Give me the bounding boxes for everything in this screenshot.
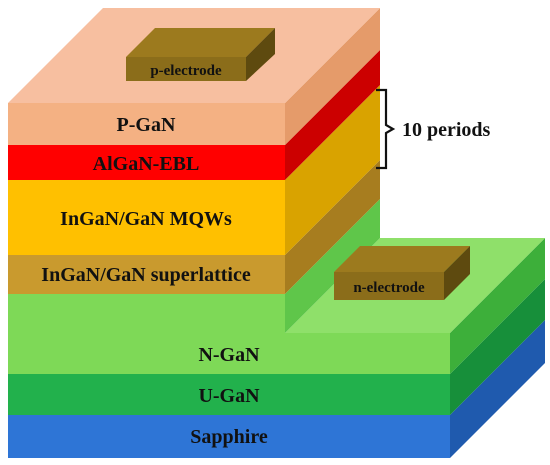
- n-electrode-label: n-electrode: [353, 280, 425, 296]
- n-electrode-top: [334, 246, 470, 272]
- p-gan-layer-side: [285, 8, 380, 145]
- p-gan-layer-front: [8, 103, 285, 145]
- superlattice-layer-front: [8, 255, 285, 294]
- superlattice-label: InGaN/GaN superlattice: [41, 264, 251, 286]
- algan-ebl-label: AlGaN-EBL: [93, 153, 200, 175]
- sapphire-layer-front: [8, 415, 450, 458]
- n-electrode-side: [444, 246, 470, 300]
- n-gan-mesa-front: [8, 294, 285, 333]
- algan-ebl-layer-side: [285, 50, 380, 180]
- mqw-label: InGaN/GaN MQWs: [60, 208, 232, 230]
- n-gan-layer-side: [450, 238, 545, 374]
- u-gan-layer-side: [450, 279, 545, 415]
- algan-ebl-layer-front: [8, 145, 285, 180]
- periods-annotation-label: 10 periods: [402, 119, 491, 141]
- p-gan-label: P-GaN: [117, 114, 176, 136]
- sapphire-layer-side: [450, 320, 545, 458]
- periods-bracket: [376, 88, 396, 170]
- mqw-layer-front: [8, 180, 285, 255]
- u-gan-layer-front: [8, 374, 450, 415]
- mqw-layer-side: [285, 85, 380, 255]
- p-electrode-side: [246, 28, 275, 81]
- n-gan-label: N-GaN: [198, 344, 260, 366]
- p-electrode-top: [126, 28, 275, 57]
- n-electrode-front: [334, 272, 444, 300]
- sapphire-label: Sapphire: [190, 426, 268, 448]
- superlattice-layer-side: [285, 160, 380, 294]
- p-electrode-front: [126, 57, 246, 81]
- n-gan-layer-front: [8, 333, 450, 374]
- u-gan-label: U-GaN: [198, 385, 260, 407]
- n-gan-mesa-side: [285, 199, 380, 333]
- p-electrode-label: p-electrode: [150, 63, 222, 79]
